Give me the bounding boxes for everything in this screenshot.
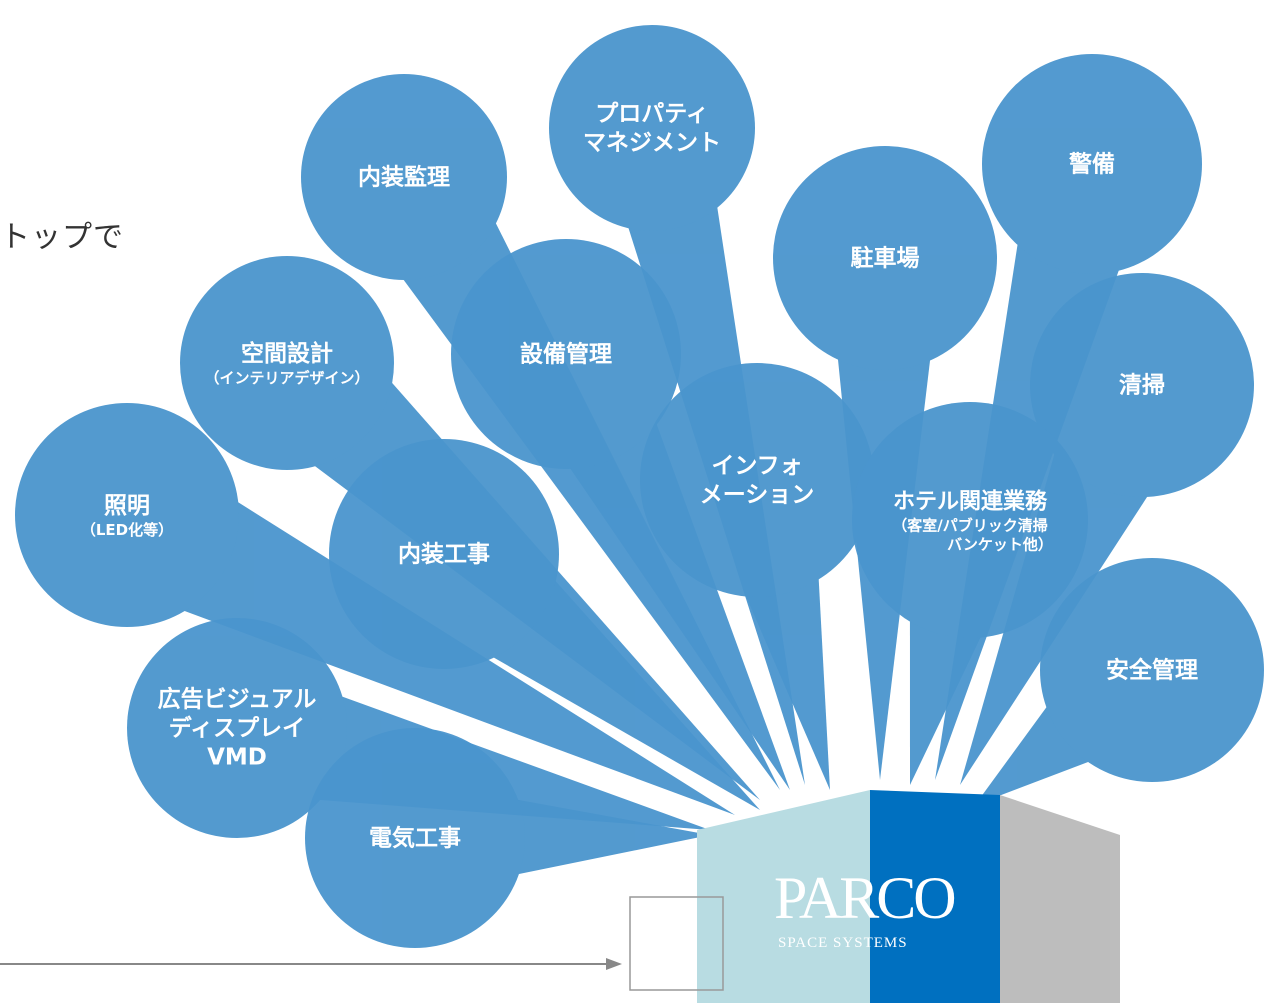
bubble-label-advertising-vmd: 広告ビジュアル bbox=[158, 685, 317, 712]
bubble-circle-security bbox=[982, 54, 1202, 274]
bubble-label-property-management: マネジメント bbox=[583, 130, 721, 156]
bubble-circle-parking bbox=[773, 146, 997, 370]
bubble-sublabel-lighting: （LED化等） bbox=[81, 521, 173, 539]
bubble-circle-hotel-services bbox=[852, 402, 1088, 638]
bubble-label-property-management: プロパティ bbox=[595, 101, 709, 127]
bubble-circle-interior-construction bbox=[329, 439, 559, 669]
bubble-circle-advertising-vmd bbox=[127, 618, 347, 838]
parco-logo-subtitle: SPACE SYSTEMS bbox=[778, 935, 908, 951]
callout-box bbox=[629, 896, 724, 991]
bubble-information bbox=[640, 363, 874, 790]
bubble-label-lighting: 照明 bbox=[104, 493, 150, 519]
bubble-label-hotel-services: ホテル関連業務 bbox=[893, 488, 1048, 514]
bubble-circle-cleaning bbox=[1030, 273, 1254, 497]
bubble-safety-management bbox=[975, 558, 1264, 805]
building-center-wall bbox=[870, 790, 1000, 1003]
bubble-label-safety-management: 安全管理 bbox=[1106, 656, 1198, 683]
bubble-circle-safety-management bbox=[1040, 558, 1264, 782]
bubble-circle-property-management bbox=[549, 25, 755, 231]
header-text: トップで bbox=[0, 220, 124, 255]
bubble-hotel-services bbox=[852, 402, 1088, 785]
bubble-label-interior-supervision: 内装監理 bbox=[358, 164, 450, 190]
parco-building bbox=[697, 790, 1120, 1003]
bubble-label-advertising-vmd: VMD bbox=[207, 744, 267, 770]
bubble-circle-information bbox=[640, 363, 874, 597]
building-side-wall bbox=[1000, 795, 1120, 1003]
bubble-circle-space-design bbox=[180, 256, 394, 470]
bubble-label-information: インフォ bbox=[711, 453, 802, 479]
bubble-sublabel-hotel-services: （客室/パブリック清掃 bbox=[892, 517, 1047, 535]
building-front-wall bbox=[697, 790, 870, 1003]
bubble-label-facility-management: 設備管理 bbox=[520, 340, 612, 367]
bubble-label-parking: 駐車場 bbox=[851, 244, 920, 271]
bubble-cleaning bbox=[960, 273, 1254, 785]
bubble-circle-lighting bbox=[15, 403, 239, 627]
pointer-arrow bbox=[0, 896, 724, 991]
bubble-label-information: メーション bbox=[700, 482, 815, 508]
bubble-label-advertising-vmd: ディスプレイ bbox=[169, 714, 305, 741]
parco-logo-text: PARCO bbox=[774, 865, 957, 931]
bubble-label-security: 警備 bbox=[1069, 150, 1115, 177]
bubble-circle-facility-management bbox=[451, 239, 681, 469]
bubble-circle-interior-supervision bbox=[301, 74, 507, 280]
bubble-facility-management bbox=[451, 239, 790, 790]
bubble-label-interior-construction: 内装工事 bbox=[398, 541, 490, 567]
bubble-label-space-design: 空間設計 bbox=[241, 340, 333, 367]
bubble-label-cleaning: 清掃 bbox=[1119, 371, 1165, 398]
arrow-head bbox=[606, 958, 622, 970]
bubble-interior-construction bbox=[329, 439, 760, 810]
bubble-circle-electrical-work bbox=[305, 728, 525, 948]
bubble-label-electrical-work: 電気工事 bbox=[369, 824, 461, 851]
bubble-sublabel-hotel-services: バンケット他） bbox=[947, 536, 1053, 554]
bubble-electrical-work bbox=[305, 728, 710, 948]
bubble-layer bbox=[15, 25, 1264, 948]
bubble-sublabel-space-design: （インテリアデザイン） bbox=[204, 369, 369, 387]
